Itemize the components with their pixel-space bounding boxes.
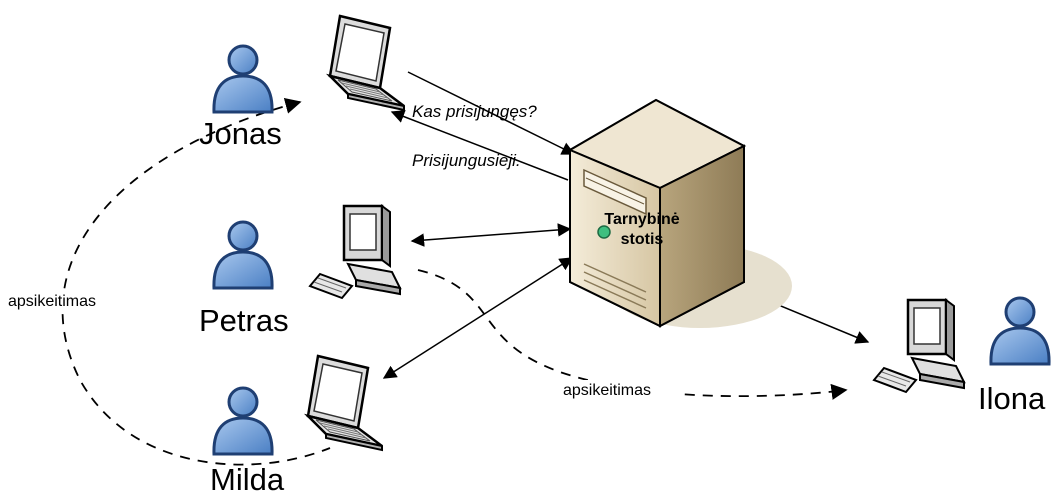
- laptop-icon-jonas: [328, 14, 406, 112]
- exchange-label-left: apsikeitimas: [8, 293, 97, 310]
- message-query: Kas prisijungęs?: [412, 102, 537, 121]
- server-label-line2: stotis: [620, 231, 664, 248]
- name-milda: Milda: [210, 462, 285, 497]
- exchange-link-jonas-milda: [61, 97, 331, 466]
- desktop-computer-icon-petras: [308, 204, 402, 300]
- name-jonas: Jonas: [199, 116, 282, 151]
- reply-arrow: [390, 110, 569, 181]
- query-arrow: [407, 71, 576, 155]
- exchange-label-bottom: apsikeitimas: [563, 382, 652, 399]
- laptop-icon-milda: [306, 354, 384, 452]
- server-label-line1: Tarnybinė: [604, 211, 680, 228]
- user-icon-ilona: [989, 296, 1051, 366]
- message-reply: Prisijungusieji.: [412, 151, 521, 170]
- desktop-computer-icon-ilona: [872, 298, 966, 394]
- name-ilona: Ilona: [978, 381, 1046, 416]
- server-label: Tarnybinė stotis: [592, 210, 692, 250]
- user-icon-jonas: [212, 44, 274, 114]
- user-icon-petras: [212, 220, 274, 290]
- link-milda-server: [382, 257, 574, 379]
- user-icon-milda: [212, 386, 274, 456]
- name-petras: Petras: [199, 303, 289, 338]
- link-petras-server: [410, 223, 572, 247]
- server-tower-icon: [567, 98, 792, 328]
